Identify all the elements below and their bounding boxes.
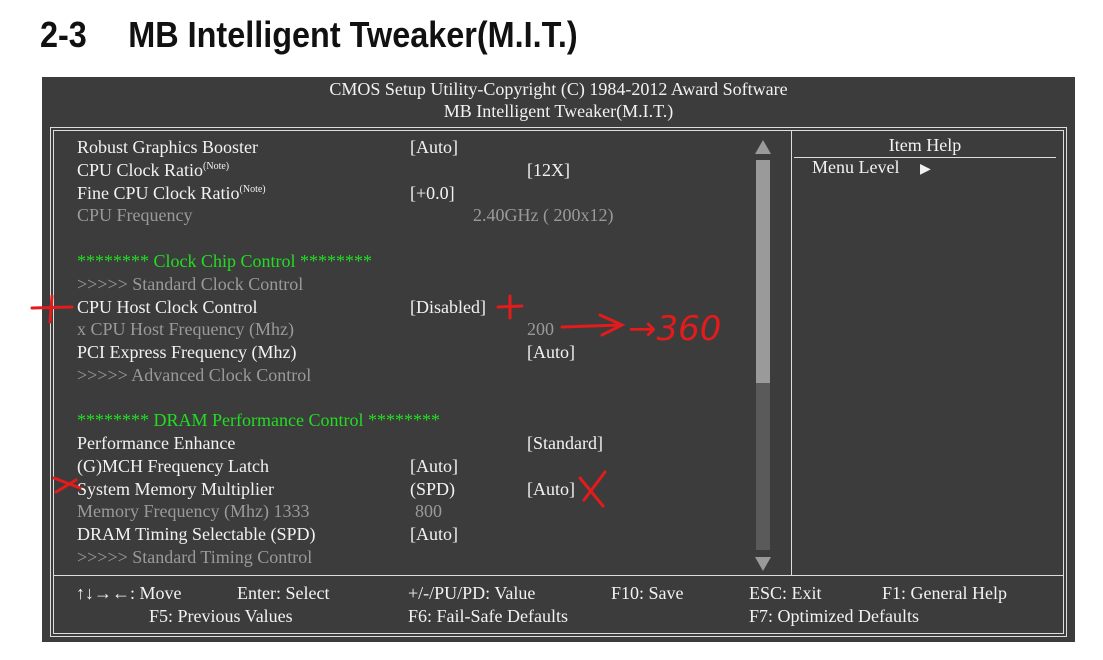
scrollbar-thumb[interactable] <box>756 160 770 383</box>
setting-label: ******** DRAM Performance Control ******… <box>77 410 440 431</box>
label-text: System Memory Multiplier <box>77 479 274 499</box>
setting-label: >>>>> Advanced Clock Control <box>77 365 311 386</box>
footer-help: F1: General Help <box>882 583 1007 603</box>
label-text: CPU Frequency <box>77 205 193 225</box>
header-title: MB Intelligent Tweaker(M.I.T.) <box>443 101 674 121</box>
setting-label: Memory Frequency (Mhz) 1333 <box>77 501 309 522</box>
cross-mark-icon <box>578 470 607 508</box>
menu-level: Menu Level ▶ <box>812 157 931 178</box>
footer-failsafe: F6: Fail-Safe Defaults <box>408 606 568 626</box>
divider <box>53 575 1063 576</box>
setting-label[interactable]: Performance Enhance <box>77 433 235 454</box>
setting-value[interactable]: [Auto] <box>527 342 575 362</box>
label-text: >>>>> Advanced Clock Control <box>77 365 312 385</box>
note-superscript: (Note) <box>239 184 266 195</box>
label-text: ******** DRAM Performance Control ******… <box>77 410 440 430</box>
setting-value: 800 <box>415 501 442 521</box>
inner-frame <box>53 130 1064 634</box>
setting-value: 2.40GHz ( 200x12) <box>473 205 614 225</box>
setting-label: >>>>> Standard Timing Control <box>77 547 312 568</box>
setting-value[interactable]: [Auto] <box>410 524 458 544</box>
label-text: DRAM Timing Selectable (SPD) <box>77 524 316 544</box>
cross-mark-icon <box>52 476 82 494</box>
annotation-value: →360 <box>628 309 721 349</box>
setting-label[interactable]: DRAM Timing Selectable (SPD) <box>77 524 316 545</box>
label-text: ******** Clock Chip Control ******** <box>77 251 373 271</box>
section-number: 2-3 <box>40 14 87 55</box>
scroll-down-icon[interactable] <box>755 557 771 571</box>
footer-optimized: F7: Optimized Defaults <box>749 606 919 626</box>
footer-move: ↑↓→←: Move <box>76 583 182 603</box>
setting-label[interactable]: (G)MCH Frequency Latch <box>77 456 269 477</box>
label-text: Fine CPU Clock Ratio <box>77 183 240 203</box>
label-text: >>>>> Standard Timing Control <box>77 547 313 567</box>
setting-label: x CPU Host Frequency (Mhz) <box>77 319 294 340</box>
label-text: Robust Graphics Booster <box>77 137 258 157</box>
footer-save: F10: Save <box>611 583 684 603</box>
footer-previous: F5: Previous Values <box>149 606 293 626</box>
label-text: (G)MCH Frequency Latch <box>77 456 269 476</box>
label-text: CPU Host Clock Control <box>77 297 258 317</box>
label-text: Memory Frequency (Mhz) 1333 <box>77 501 310 521</box>
triangle-right-icon: ▶ <box>919 162 931 177</box>
plus-mark-icon <box>30 294 74 324</box>
setting-value[interactable]: [12X] <box>527 160 570 180</box>
setting-label[interactable]: PCI Express Frequency (Mhz) <box>77 342 296 363</box>
label-text: x CPU Host Frequency (Mhz) <box>77 319 294 339</box>
footer-value: +/-/PU/PD: Value <box>408 583 536 603</box>
setting-label[interactable]: Fine CPU Clock Ratio(Note) <box>77 183 266 204</box>
setting-value[interactable]: [Disabled] <box>410 297 486 317</box>
scroll-up-icon[interactable] <box>755 140 771 154</box>
setting-label[interactable]: System Memory Multiplier <box>77 479 274 500</box>
outer-frame <box>50 127 1067 637</box>
setting-label[interactable]: CPU Clock Ratio(Note) <box>77 160 229 181</box>
setting-value[interactable]: [Auto] <box>410 137 458 157</box>
setting-value[interactable]: [Auto] <box>410 456 458 476</box>
footer-enter: Enter: Select <box>237 583 330 603</box>
setting-value[interactable]: [Standard] <box>527 433 603 453</box>
menu-level-label: Menu Level <box>812 157 900 177</box>
bios-screen: CMOS Setup Utility-Copyright (C) 1984-20… <box>42 77 1075 642</box>
setting-value[interactable]: [Auto] <box>527 479 575 499</box>
setting-label: ******** Clock Chip Control ******** <box>77 251 372 272</box>
setting-value[interactable]: (SPD) <box>410 479 456 499</box>
label-text: CPU Clock Ratio <box>77 160 204 180</box>
note-superscript: (Note) <box>203 161 230 172</box>
label-text: PCI Express Frequency (Mhz) <box>77 342 297 362</box>
label-text: Performance Enhance <box>77 433 236 453</box>
label-text: >>>>> Standard Clock Control <box>77 274 304 294</box>
divider <box>791 130 792 575</box>
footer-exit: ESC: Exit <box>749 583 822 603</box>
plus-mark-icon <box>496 294 524 320</box>
setting-label[interactable]: Robust Graphics Booster <box>77 137 258 158</box>
header-copyright: CMOS Setup Utility-Copyright (C) 1984-20… <box>329 79 788 99</box>
setting-label: >>>>> Standard Clock Control <box>77 274 303 295</box>
setting-value: 200 <box>527 319 554 339</box>
setting-label[interactable]: CPU Host Clock Control <box>77 297 258 318</box>
page-heading: 2-3 MB Intelligent Tweaker(M.I.T.) <box>40 14 578 56</box>
setting-value[interactable]: [+0.0] <box>410 183 455 203</box>
section-title: MB Intelligent Tweaker(M.I.T.) <box>128 14 578 55</box>
setting-label: CPU Frequency <box>77 205 193 226</box>
arrow-right-icon <box>560 313 626 337</box>
item-help-title: Item Help <box>794 135 1056 158</box>
